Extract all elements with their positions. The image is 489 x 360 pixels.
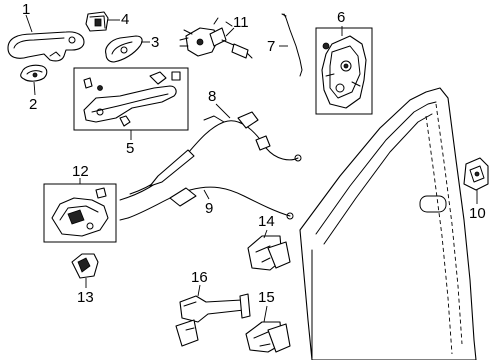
rod-part-7 xyxy=(279,13,303,77)
handle-cap-part-2 xyxy=(20,64,48,96)
callout-15: 15 xyxy=(258,289,275,306)
lock-actuator-part-6 xyxy=(315,26,373,115)
handle-kit-part-5 xyxy=(73,67,189,140)
lower-hinge-part-15 xyxy=(245,305,291,353)
callout-14: 14 xyxy=(258,213,275,230)
upper-hinge-part-14 xyxy=(247,229,291,271)
callout-9: 9 xyxy=(205,200,214,217)
release-cable-part-8 xyxy=(119,103,302,201)
callout-5: 5 xyxy=(126,140,135,157)
lock-cable-part-9 xyxy=(119,186,294,221)
callout-11: 11 xyxy=(233,14,249,31)
callout-3: 3 xyxy=(151,34,160,51)
callout-13: 13 xyxy=(77,289,94,306)
bracket-part-13 xyxy=(71,253,99,288)
callout-7: 7 xyxy=(267,38,276,55)
callout-2: 2 xyxy=(29,96,38,113)
inner-handle-part-12 xyxy=(43,178,117,243)
callout-12: 12 xyxy=(72,163,89,180)
callout-1: 1 xyxy=(22,1,31,18)
callout-6: 6 xyxy=(337,9,346,26)
door-shell xyxy=(299,87,477,360)
striker-part-10 xyxy=(463,157,489,204)
outer-handle-part-1 xyxy=(7,14,85,62)
bezel-gasket-part-3 xyxy=(105,35,150,63)
callout-16: 16 xyxy=(191,269,208,286)
callout-10: 10 xyxy=(469,205,486,222)
lock-cylinder-part-11 xyxy=(179,17,253,59)
callout-4: 4 xyxy=(121,11,130,28)
callout-8: 8 xyxy=(208,88,217,105)
door-check-part-16 xyxy=(175,284,251,347)
cylinder-cap-part-4 xyxy=(85,11,120,32)
